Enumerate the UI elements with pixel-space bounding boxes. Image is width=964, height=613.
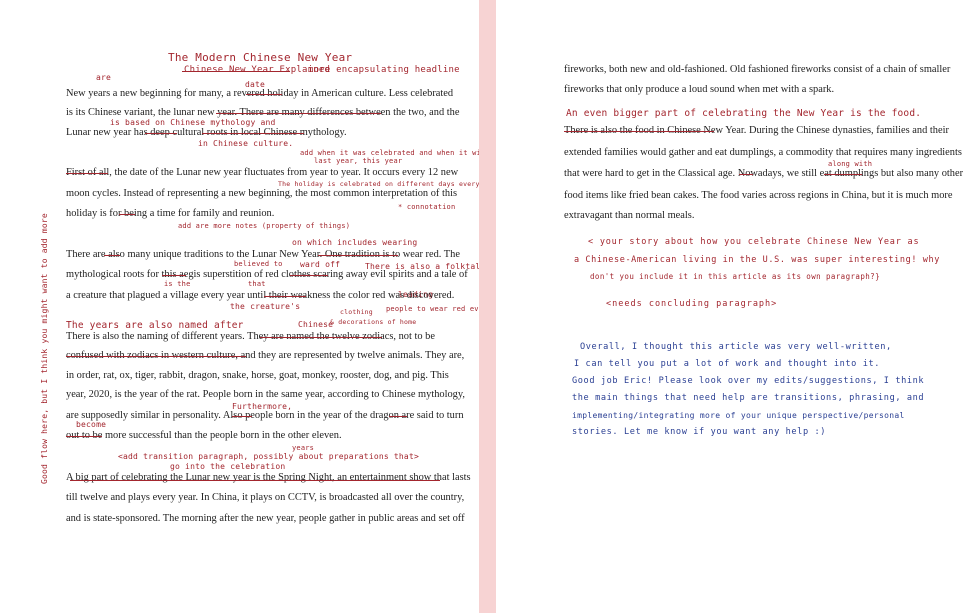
left-document-page: The Modern Chinese New Year Chinese New … bbox=[0, 0, 551, 613]
strike-local-mythology bbox=[202, 133, 304, 135]
strike-holiday bbox=[246, 94, 282, 96]
note-ward-off: ward off bbox=[300, 260, 341, 269]
feedback-line-2: I can tell you put a lot of work and tho… bbox=[574, 359, 881, 369]
text-line-14: are supposedly similar in personality. A… bbox=[66, 410, 464, 421]
strike-food-sentence bbox=[564, 131, 714, 133]
feedback-line-6: stories. Let me know if you want any hel… bbox=[572, 427, 827, 437]
right-document-page: fireworks, both new and old-fashioned. O… bbox=[496, 0, 964, 613]
strike-aegis bbox=[162, 275, 186, 277]
text-line-17: till twelve and plays every year. In Chi… bbox=[66, 492, 465, 503]
strike-also-2 bbox=[232, 416, 252, 418]
right-text-line-7: extravagant than normal meals. bbox=[564, 210, 695, 221]
right-text-line-3: There is also the food in Chinese New Ye… bbox=[564, 125, 949, 136]
margin-note: Good flow here, but I think you might wa… bbox=[40, 213, 49, 484]
text-line-15: out to be more successful than the peopl… bbox=[66, 430, 342, 441]
note-connotation: * connotation bbox=[398, 203, 456, 211]
strike-first-of-all bbox=[66, 173, 108, 175]
note-celebrated-diff: The holiday is celebrated on different d… bbox=[278, 180, 534, 188]
text-line-6: holiday is for being a time for family a… bbox=[66, 208, 275, 219]
note-based-on: is based on Chinese mythology and bbox=[110, 118, 276, 127]
text-line-18: and is state-sponsored. The morning afte… bbox=[66, 513, 465, 524]
title-strikethrough bbox=[182, 71, 290, 73]
note-chinese: Chinese bbox=[298, 320, 334, 329]
note-leading: leading bbox=[398, 290, 434, 299]
note-that: that bbox=[248, 280, 266, 288]
note-even-bigger: An even bigger part of celebrating the N… bbox=[566, 108, 922, 119]
note-more-notes: add are more notes (property of things) bbox=[178, 222, 351, 230]
note-creature: the creature's bbox=[230, 302, 301, 311]
note-are: are bbox=[96, 73, 112, 82]
text-line-10: There is also the naming of different ye… bbox=[66, 331, 435, 342]
note-last-year: last year, this year bbox=[314, 157, 403, 165]
text-line-1: New years a new beginning for many, a re… bbox=[66, 88, 454, 99]
note-on-which: on which includes wearing bbox=[292, 238, 418, 247]
note-concluding: <needs concluding paragraph> bbox=[606, 299, 778, 309]
feedback-line-5: implementing/integrating more of your un… bbox=[572, 411, 905, 420]
text-line-13: year, 2020, is the year of the rat. Peop… bbox=[66, 389, 465, 400]
strike-still bbox=[739, 174, 753, 176]
right-text-line-6: food items like fried bean cakes. The fo… bbox=[564, 190, 953, 201]
strike-one-tradition bbox=[318, 255, 398, 257]
text-line-5: moon cycles. Instead of representing a n… bbox=[66, 188, 457, 199]
page-divider bbox=[479, 0, 496, 613]
strike-scaring bbox=[290, 275, 328, 277]
text-line-3: Lunar new year has deep cultural roots i… bbox=[66, 127, 347, 138]
note-go-into: go into the celebration bbox=[170, 462, 286, 471]
text-line-9: a creature that plagued a village every … bbox=[66, 290, 455, 301]
text-line-11: confused with zodiacs in western culture… bbox=[66, 350, 465, 361]
note-folktale: There is also a folktale bbox=[365, 262, 486, 271]
note-years: years bbox=[292, 444, 315, 452]
note-furthermore: Furthermore, bbox=[232, 402, 293, 411]
struck-original-title: Chinese New Year Explained bbox=[184, 65, 331, 75]
note-become: become bbox=[76, 420, 107, 429]
note-chinese-american: a Chinese-American living in the U.S. wa… bbox=[574, 255, 940, 265]
strike-their-weakness bbox=[264, 296, 306, 298]
note-believed: believed to bbox=[234, 260, 283, 268]
strike-out-to-be bbox=[66, 436, 102, 438]
text-line-4: First of all, the date of the Lunar new … bbox=[66, 167, 459, 178]
feedback-line-4: the main things that need help are trans… bbox=[572, 393, 925, 403]
text-line-16: A big part of celebrating the Lunar new … bbox=[66, 472, 471, 483]
text-line-8: mythological roots for this aegis supers… bbox=[66, 269, 468, 280]
strike-but-also bbox=[824, 174, 862, 176]
title-note: more encapsulating headline bbox=[308, 65, 460, 75]
feedback-line-1: Overall, I thought this article was very… bbox=[580, 342, 892, 352]
strike-also bbox=[104, 255, 120, 257]
right-text-line-5: that were hard to get in the Classical a… bbox=[564, 168, 964, 179]
handwritten-title: The Modern Chinese New Year bbox=[168, 51, 353, 64]
underline-spring-night bbox=[70, 480, 440, 481]
right-text-line-2: fireworks that only produce a loud sound… bbox=[564, 84, 835, 95]
note-date: date bbox=[245, 80, 266, 89]
note-story: < your story about how you celebrate Chi… bbox=[588, 237, 920, 247]
note-transition: <add transition paragraph, possibly abou… bbox=[118, 452, 419, 461]
note-years-named: The years are also named after bbox=[66, 320, 244, 331]
note-clothing: clothing bbox=[340, 308, 373, 316]
strike-they-are-named bbox=[260, 337, 382, 339]
strike-turn bbox=[389, 416, 407, 418]
note-along-with: along with bbox=[828, 160, 873, 168]
right-text-line-1: fireworks, both new and old-fashioned. O… bbox=[564, 64, 951, 75]
note-dont-you: don't you include it in this article as … bbox=[590, 272, 881, 281]
right-text-line-4: extended families would gather and eat d… bbox=[564, 147, 962, 158]
text-line-7: There are also many unique traditions to… bbox=[66, 249, 460, 260]
note-is-the: is the bbox=[164, 280, 191, 288]
text-line-2: is its Chinese variant, the lunar new ye… bbox=[66, 107, 460, 118]
note-culture: in Chinese culture. bbox=[198, 139, 294, 148]
strike-cultural bbox=[145, 133, 177, 135]
note-celebrated: add when it was celebrated and when it w… bbox=[300, 149, 552, 157]
note-decorations: & decorations of home bbox=[330, 318, 417, 326]
feedback-line-3: Good job Eric! Please look over my edits… bbox=[572, 376, 925, 386]
strike-confused bbox=[66, 356, 246, 358]
strike-being bbox=[119, 214, 135, 216]
text-line-12: in order, rat, ox, tiger, rabbit, dragon… bbox=[66, 370, 449, 381]
strike-differences bbox=[216, 113, 381, 115]
note-people-wear: people to wear red every years bbox=[386, 305, 519, 313]
